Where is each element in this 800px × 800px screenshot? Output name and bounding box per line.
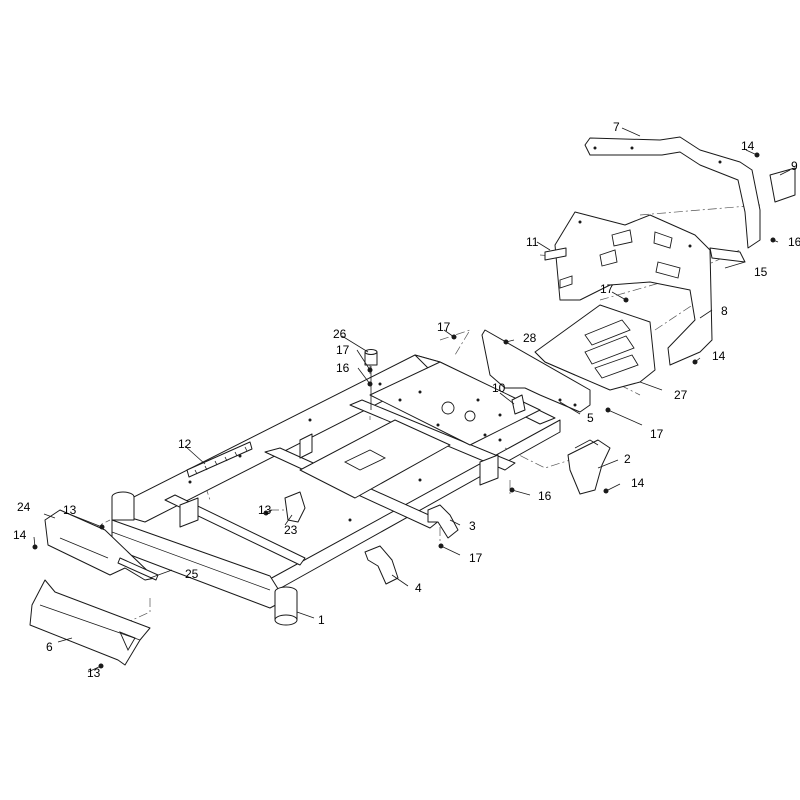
callout-label-1: 1: [318, 613, 325, 627]
callout-label-14: 14: [13, 528, 27, 542]
callout-label-13: 13: [258, 503, 272, 517]
callout-label-17: 17: [469, 551, 483, 565]
callout-label-15: 15: [754, 265, 768, 279]
part-26-knob: [364, 349, 378, 410]
part-15-bracket: [709, 247, 746, 263]
callout-label-3: 3: [469, 519, 476, 533]
callout-label-12: 12: [178, 437, 192, 451]
callout-label-5: 5: [587, 411, 594, 425]
callout-label-16: 16: [538, 489, 552, 503]
callout-label-2: 2: [624, 452, 631, 466]
callout-label-11: 11: [526, 235, 539, 249]
callout-label-26: 26: [333, 327, 347, 341]
callout-label-17: 17: [336, 343, 350, 357]
callout-label-28: 28: [523, 331, 537, 345]
part-23-bracket: [284, 491, 306, 523]
callout-label-16: 16: [788, 235, 800, 249]
leaders: [33, 127, 791, 673]
callout-label-17: 17: [650, 427, 664, 441]
callout-label-7: 7: [613, 120, 620, 134]
callout-label-17: 17: [600, 282, 614, 296]
callout-label-8: 8: [721, 304, 728, 318]
callout-label-17: 17: [437, 320, 451, 334]
callout-label-13: 13: [63, 503, 77, 517]
part-3-bracket: [427, 504, 459, 539]
part-27-seat-pan: [534, 304, 656, 391]
callout-label-23: 23: [284, 523, 298, 537]
callout-label-10: 10: [492, 381, 506, 395]
callout-label-13: 13: [87, 666, 101, 680]
part-4-bracket: [364, 545, 399, 585]
part-12-decal-strip: [186, 441, 253, 478]
part-9-decal: [769, 167, 796, 203]
callout-label-6: 6: [46, 640, 53, 654]
part-5-floor-plate: [481, 329, 591, 413]
callout-label-14: 14: [741, 139, 755, 153]
callout-label-16: 16: [336, 361, 350, 375]
part-10-bracket: [511, 394, 526, 415]
part-7-rops-bar: [584, 136, 761, 249]
callout-label-24: 24: [17, 500, 31, 514]
part-1-main-frame: [111, 354, 561, 626]
part-8-fender-panel: [554, 211, 713, 366]
callout-label-14: 14: [712, 349, 726, 363]
part-11-label: [544, 247, 567, 261]
part-25-strip: [117, 557, 159, 581]
callout-label-14: 14: [631, 476, 645, 490]
callout-label-4: 4: [415, 581, 422, 595]
callout-label-9: 9: [791, 159, 798, 173]
part-2-bracket: [567, 439, 611, 495]
part-6-lower-guard: [29, 579, 151, 666]
callout-label-27: 27: [674, 388, 688, 402]
callout-label-25: 25: [185, 567, 199, 581]
